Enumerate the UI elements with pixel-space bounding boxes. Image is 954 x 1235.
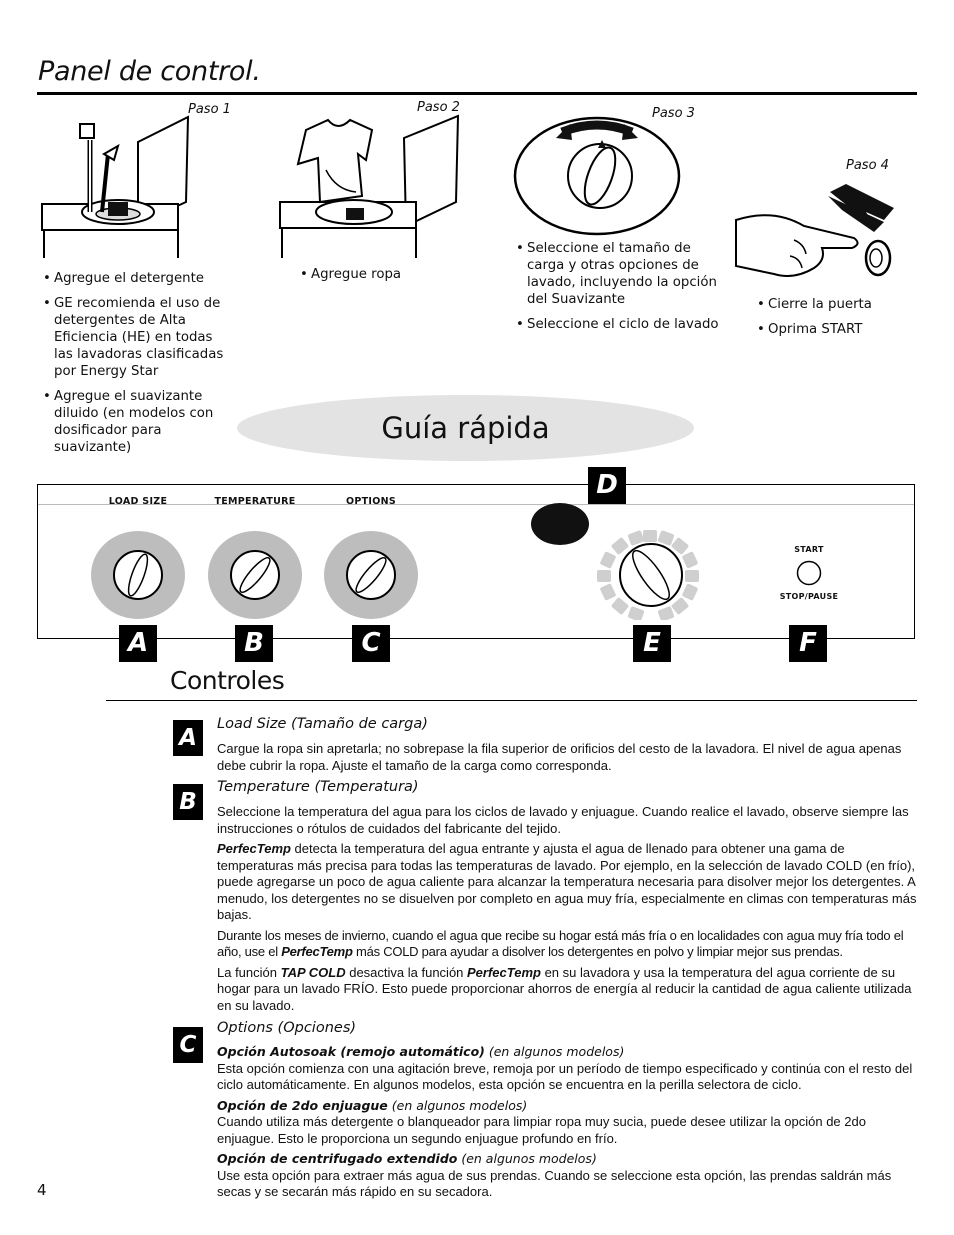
option-heading: Opción de 2do enjuague (en algunos model… <box>217 1098 917 1115</box>
tap-cold-term: TAP COLD <box>280 964 346 980</box>
temperature-knob[interactable] <box>207 530 303 620</box>
options-knob[interactable] <box>323 530 419 620</box>
callout-a: A <box>119 625 157 662</box>
section-a-text: Cargue la ropa sin apretarla; no sobrepa… <box>217 741 917 778</box>
option-heading: Opción de centrifugado extendido (en alg… <box>217 1151 917 1168</box>
option-title: Opción de 2do enjuague <box>217 1097 388 1113</box>
step-4-press-illustration <box>735 184 894 277</box>
paragraph: PerfecTemp detecta la temperatura del ag… <box>217 841 917 924</box>
section-b-text: Seleccione la temperatura del agua para … <box>217 804 917 1018</box>
load-size-knob[interactable] <box>90 530 186 620</box>
page-title: Panel de control. <box>38 56 261 87</box>
callout-b: B <box>235 625 273 662</box>
option-title: Opción Autosoak (remojo automático) <box>217 1044 485 1059</box>
step-2-washer-illustration <box>279 114 460 258</box>
control-panel-diagram <box>37 484 915 639</box>
text-run: más COLD para ayudar a disolver los dete… <box>352 944 843 959</box>
list-item: Oprima START <box>757 321 917 338</box>
section-c-badge: C <box>173 1027 203 1063</box>
step-1-label: Paso 1 <box>188 102 231 117</box>
section-c-text: Opción Autosoak (remojo automático) (en … <box>217 1044 917 1205</box>
section-b-heading: Temperature (Temperatura) <box>217 779 419 795</box>
paragraph: Durante los meses de invierno, cuando el… <box>217 928 917 961</box>
callout-e: E <box>633 625 671 662</box>
step-3-label: Paso 3 <box>652 106 695 121</box>
callout-d: D <box>588 467 626 504</box>
callout-c: C <box>352 625 390 662</box>
text-run: desactiva la función <box>345 964 468 980</box>
step-4-bullets: Cierre la puerta Oprima START <box>757 296 917 346</box>
text-run: detecta la temperatura del agua entrante… <box>217 841 917 922</box>
load-size-label: LOAD SIZE <box>108 496 168 507</box>
cycle-selector-knob[interactable] <box>595 530 703 620</box>
section-c-heading: Options (Opciones) <box>217 1020 357 1036</box>
perfectemp-term: PerfecTemp <box>467 964 541 980</box>
perfectemp-term: PerfecTemp <box>217 841 291 856</box>
option-heading: Opción Autosoak (remojo automático) (en … <box>217 1044 917 1061</box>
text-run: en su lavadora y usa la temperatura del … <box>217 964 912 1013</box>
list-item: Agregue ropa <box>300 266 460 283</box>
start-button[interactable] <box>796 560 822 586</box>
paragraph: Esta opción comienza con una agitación b… <box>217 1060 913 1093</box>
step-3-bullets: Seleccione el tamaño de carga y otras op… <box>516 240 726 341</box>
text-run: La función <box>217 964 281 980</box>
controles-title: Controles <box>170 666 285 695</box>
option-note: (en algunos modelos) <box>484 1044 625 1059</box>
paragraph: Cuando utiliza más detergente o blanquea… <box>217 1114 866 1146</box>
option-note: (en algunos modelos) <box>457 1151 597 1166</box>
step-2-label: Paso 2 <box>417 100 460 115</box>
step-3-dial-illustration <box>513 116 681 236</box>
page-number: 4 <box>37 1181 47 1199</box>
text-run: Durante los meses de invierno, cuando el… <box>217 927 904 960</box>
status-indicator <box>531 503 589 545</box>
paragraph: La función TAP COLD desactiva la función… <box>217 965 917 1015</box>
option-title: Opción de centrifugado extendido <box>217 1151 458 1166</box>
panel-divider <box>38 504 914 505</box>
step-4-label: Paso 4 <box>846 158 889 173</box>
list-item: Seleccione el tamaño de carga y otras op… <box>516 240 726 308</box>
section-b-badge: B <box>173 784 203 820</box>
list-item: Seleccione el ciclo de lavado <box>516 316 726 333</box>
section-a-badge: A <box>173 720 203 756</box>
section-a-heading: Load Size (Tamaño de carga) <box>217 716 428 732</box>
stop-pause-label: STOP/PAUSE <box>779 592 839 601</box>
controles-rule <box>106 700 917 701</box>
paragraph: Cargue la ropa sin apretarla; no sobrepa… <box>217 741 902 773</box>
option-note: (en algunos modelos) <box>387 1097 528 1113</box>
perfectemp-term: PerfecTemp <box>281 944 353 959</box>
guide-ellipse <box>237 395 694 461</box>
list-item: GE recomienda el uso de detergentes de A… <box>43 295 233 380</box>
temperature-label: TEMPERATURE <box>214 496 296 507</box>
options-label: OPTIONS <box>345 496 397 507</box>
step-1-washer-illustration <box>41 115 190 258</box>
list-item: Agregue el suavizante diluido (en modelo… <box>43 388 233 456</box>
title-rule <box>37 92 917 95</box>
step-1-bullets: Agregue el detergente GE recomienda el u… <box>43 270 233 464</box>
paragraph: Use esta opción para extraer más agua de… <box>217 1167 892 1200</box>
start-label: START <box>794 545 824 554</box>
paragraph: Seleccione la temperatura del agua para … <box>217 804 909 836</box>
guide-title: Guía rápida <box>381 411 550 445</box>
list-item: Agregue el detergente <box>43 270 233 287</box>
list-item: Cierre la puerta <box>757 296 917 313</box>
callout-f: F <box>789 625 827 662</box>
step-2-bullets: Agregue ropa <box>300 266 460 291</box>
